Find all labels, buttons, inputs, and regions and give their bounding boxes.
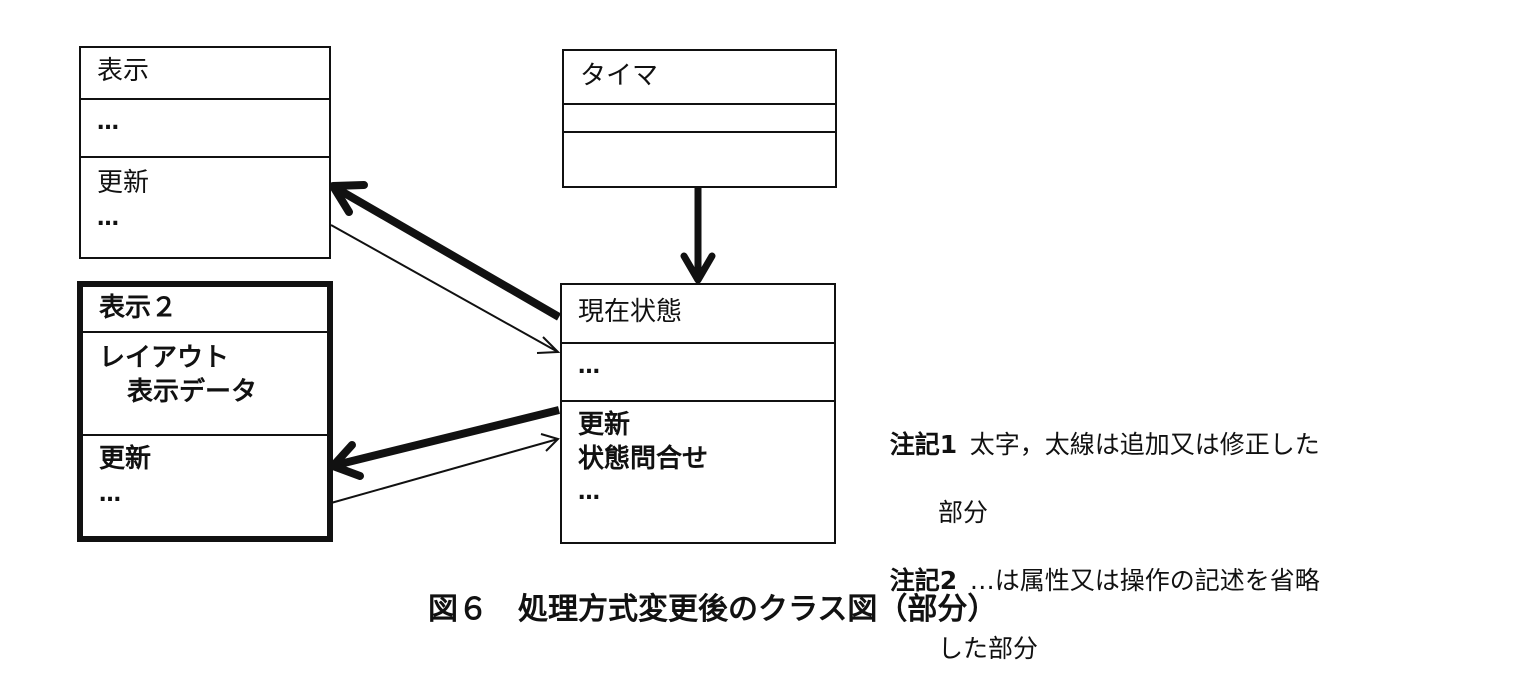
operation-item: 状態問合せ <box>578 444 709 474</box>
class-name-section: 表示 <box>81 48 329 98</box>
note-text: …は属性又は操作の記述を省略 <box>969 566 1320 595</box>
operation-item: … <box>97 206 120 231</box>
class-name: タイマ <box>580 61 659 91</box>
operations-section <box>564 131 835 186</box>
operation-item: … <box>99 482 122 507</box>
attributes-section: レイアウト 表示データ <box>83 331 327 434</box>
operations-section: 更新 状態問合せ … <box>562 400 834 542</box>
class-current-state[interactable]: 現在状態 … 更新 状態問合せ … <box>560 283 836 544</box>
attributes-section: … <box>562 342 834 400</box>
operation-item: 更新 <box>99 444 152 474</box>
note-2: 注記2 …は属性又は操作の記述を省略 <box>858 530 1320 632</box>
arrow-current-state-to-display <box>329 181 562 321</box>
note-label: 注記1 <box>889 430 958 459</box>
class-name-section: 現在状態 <box>562 285 834 342</box>
operation-item: 更新 <box>97 168 150 198</box>
class-name-section: 表示２ <box>83 287 327 331</box>
class-name-section: タイマ <box>564 51 835 103</box>
operation-item: 更新 <box>578 410 631 440</box>
attribute-item: … <box>97 110 120 135</box>
operations-section: 更新 … <box>81 156 329 257</box>
operation-item: … <box>578 480 601 505</box>
attribute-item: 表示データ <box>127 377 258 407</box>
note-continuation: した部分 <box>938 634 1039 663</box>
class-name: 表示２ <box>99 293 178 323</box>
class-display2[interactable]: 表示２ レイアウト 表示データ 更新 … <box>77 281 333 542</box>
class-name: 現在状態 <box>578 297 683 327</box>
note-label: 注記2 <box>889 566 958 595</box>
note-1: 注記1 太字，太線は追加又は修正した <box>858 394 1320 496</box>
note-continuation: 部分 <box>938 498 989 527</box>
class-name: 表示 <box>97 56 150 86</box>
attributes-section: … <box>81 98 329 156</box>
arrow-display-to-current-state <box>330 224 561 354</box>
arrow-current-state-to-display2 <box>329 406 560 480</box>
attribute-item: … <box>578 354 601 379</box>
class-display[interactable]: 表示 … 更新 … <box>79 46 331 259</box>
class-timer[interactable]: タイマ <box>562 49 837 188</box>
attribute-item: レイアウト <box>99 343 230 373</box>
attributes-section <box>564 103 835 131</box>
notes: 注記1 太字，太線は追加又は修正した 部分 注記2 …は属性又は操作の記述を省略 し… <box>858 394 1320 666</box>
operations-section: 更新 … <box>83 434 327 536</box>
arrow-timer-to-current-state <box>680 188 716 284</box>
note-text: 太字，太線は追加又は修正した <box>969 430 1320 459</box>
figure-caption: 図６ 処理方式変更後のクラス図（部分） <box>428 592 998 627</box>
arrow-display2-to-current-state <box>330 433 560 504</box>
